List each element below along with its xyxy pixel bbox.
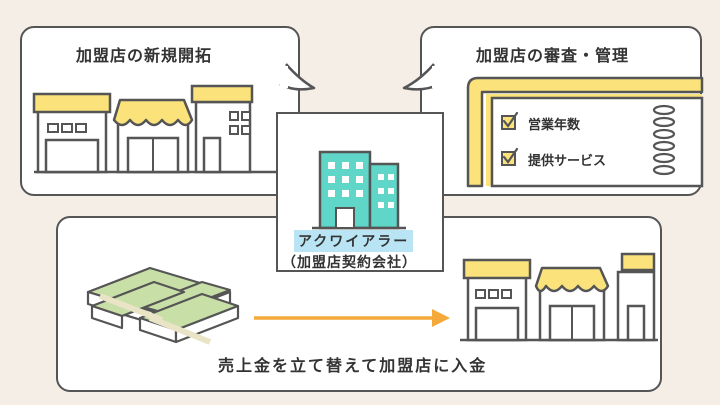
storefront-row-right-icon	[460, 252, 658, 342]
storefront-row-icon	[32, 84, 282, 174]
checklist-binder-icon	[466, 76, 704, 188]
panel-title-development: 加盟店の新規開拓	[76, 46, 213, 65]
checklist-item-services: 提供サービス	[528, 154, 607, 169]
acquirer-name: アクワイアラー	[294, 230, 414, 252]
checklist-item-years: 営業年数	[528, 118, 581, 133]
acquirer-role: （加盟店契約会社）	[282, 255, 417, 271]
money-stack-icon	[86, 266, 240, 345]
office-building-icon	[312, 150, 406, 230]
payment-caption: 売上金を立て替えて加盟店に入金	[218, 356, 488, 375]
panel-title-screening: 加盟店の審査・管理	[476, 46, 630, 65]
